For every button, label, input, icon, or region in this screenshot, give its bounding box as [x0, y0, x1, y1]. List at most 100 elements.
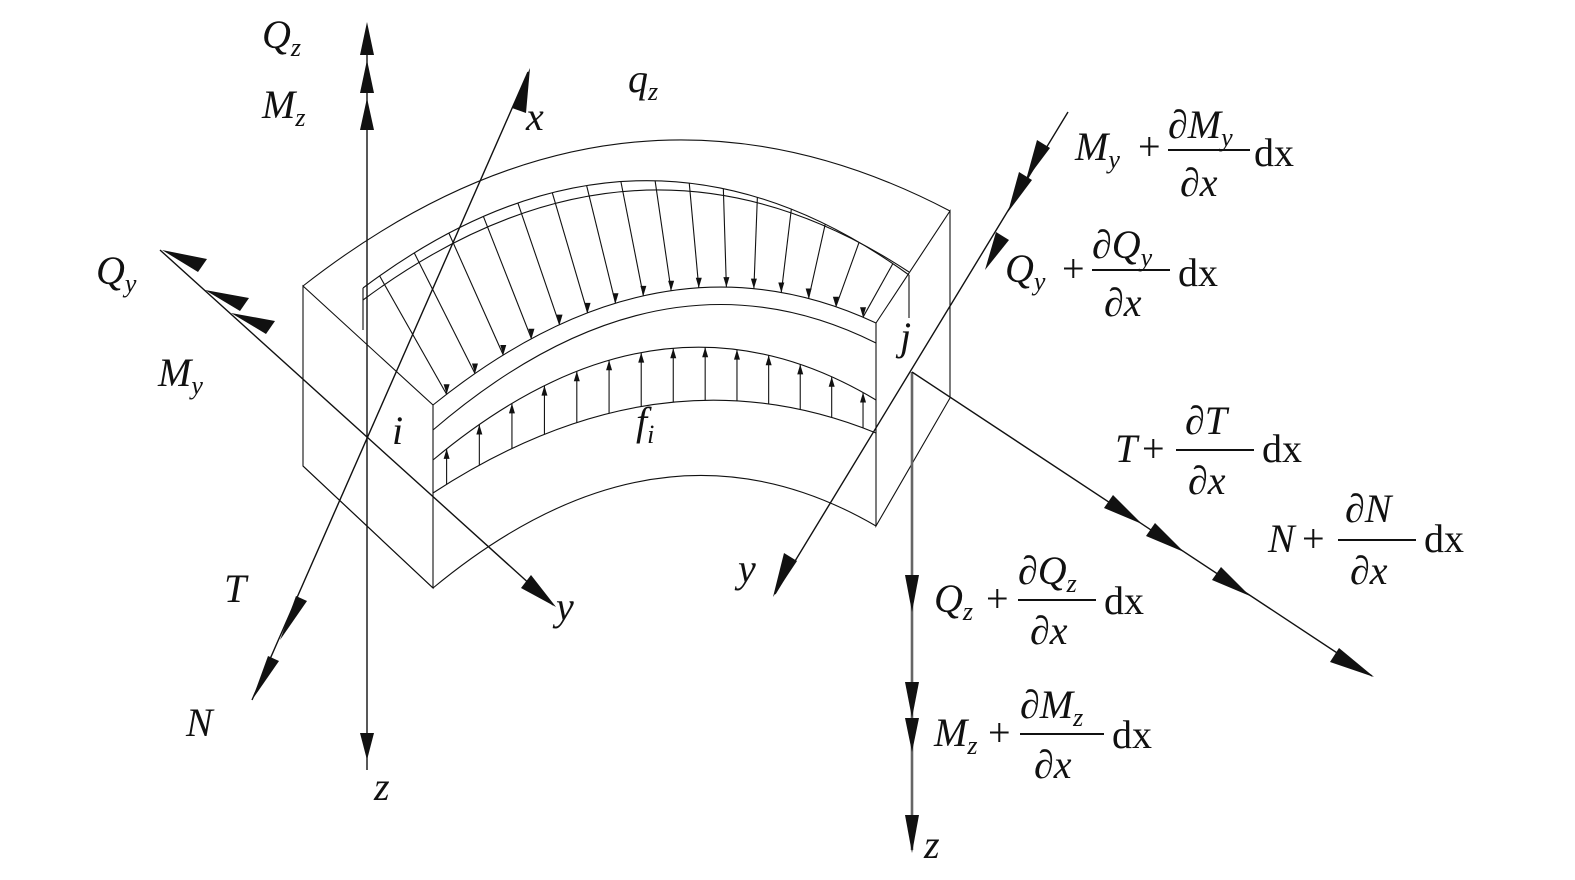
- right-mz-arrowhead-1: [905, 682, 919, 718]
- right-qz-expression: Qz + ∂Qz ∂x dx: [934, 548, 1144, 653]
- fi-label: fi: [636, 399, 654, 449]
- beam-left-face: [302, 284, 434, 590]
- svg-text:∂x: ∂x: [1180, 160, 1218, 205]
- svg-text:+: +: [1142, 426, 1165, 471]
- fi-load-arrowhead: [606, 360, 613, 371]
- qz-load-arrow-shaft: [722, 188, 727, 288]
- qz-load-arrowhead: [471, 363, 478, 374]
- left-x-axis-arrowhead: [512, 68, 530, 113]
- beam-bottom-arc: [432, 474, 877, 589]
- qz-load-arrow-shaft: [620, 181, 644, 296]
- left-my-arrowhead-1: [205, 290, 249, 311]
- fi-load-arrowhead: [443, 448, 450, 459]
- left-y-label: y: [552, 584, 574, 629]
- fi-distributed-load: [443, 347, 867, 485]
- qz-load-arrow-shaft: [448, 232, 504, 356]
- svg-text:∂N: ∂N: [1345, 486, 1394, 531]
- qz-load-arrowhead: [640, 285, 647, 296]
- qz-load-arrow-shaft: [753, 197, 758, 289]
- qz-load-arrow-shaft: [413, 252, 476, 374]
- qz-load-arrow-shaft: [551, 192, 589, 313]
- left-qy-arrowhead: [162, 250, 207, 272]
- svg-text:dx: dx: [1262, 426, 1302, 471]
- fi-load-arrowhead: [508, 403, 515, 414]
- svg-text:+: +: [986, 576, 1009, 621]
- svg-text:dx: dx: [1254, 130, 1294, 175]
- svg-text:∂T: ∂T: [1185, 398, 1230, 443]
- qz-load-arrowhead: [778, 282, 785, 293]
- qz-load-arrow-shaft: [517, 202, 561, 325]
- fi-load-arrowhead: [860, 392, 867, 403]
- right-n-arrowhead-1: [1212, 567, 1250, 596]
- svg-text:My: My: [1074, 124, 1120, 174]
- left-qz-arrowhead: [360, 22, 374, 55]
- qz-label: qz: [628, 56, 658, 106]
- right-y-axis-arrowhead: [773, 553, 797, 597]
- svg-text:+: +: [1138, 124, 1161, 169]
- svg-text:Mz: Mz: [933, 710, 977, 760]
- fi-load-arrowhead: [573, 371, 580, 382]
- fi-load-arrowhead: [541, 385, 548, 396]
- left-my-arrowhead-2: [231, 313, 275, 334]
- left-z-label: z: [373, 764, 390, 809]
- right-n-arrowhead-end: [1330, 648, 1374, 677]
- svg-text:∂x: ∂x: [1104, 280, 1142, 325]
- svg-text:+: +: [988, 710, 1011, 755]
- qz-load-arrowhead: [668, 280, 675, 291]
- svg-text:∂Qz: ∂Qz: [1018, 548, 1077, 598]
- svg-text:∂x: ∂x: [1188, 458, 1226, 503]
- svg-text:+: +: [1062, 246, 1085, 291]
- left-node-axes: [159, 22, 556, 770]
- left-mz-arrowhead-2: [360, 98, 374, 130]
- beam-lower-band-bottom-arc: [432, 399, 877, 494]
- qz-load-arrowhead: [832, 296, 839, 307]
- qz-load-arrow-shaft: [654, 180, 672, 291]
- right-t-arrowhead-2: [1146, 523, 1184, 552]
- qz-load-arrowhead: [500, 345, 507, 356]
- beam-right-face: [875, 209, 951, 529]
- qz-load-arrow-shaft: [688, 183, 700, 288]
- left-x-axis-line: [251, 71, 529, 701]
- beam-upper-band-top-arc: [362, 189, 910, 301]
- left-y-axis-line: [159, 249, 554, 606]
- right-mz-arrowhead-2: [905, 718, 919, 752]
- svg-text:∂x: ∂x: [1030, 608, 1068, 653]
- svg-text:dx: dx: [1112, 712, 1152, 757]
- right-n-expression: N + ∂N ∂x dx: [1267, 486, 1464, 593]
- svg-text:N: N: [1267, 516, 1297, 561]
- qz-load-arrow-shaft: [808, 224, 826, 299]
- qz-load-arrowhead: [805, 288, 812, 299]
- right-my-arrowhead-2: [1008, 172, 1032, 212]
- right-node-axes: [773, 111, 1374, 853]
- fi-load-arrowhead: [733, 349, 740, 360]
- fi-load-arrowhead: [638, 352, 645, 363]
- svg-text:Qy: Qy: [1005, 246, 1046, 296]
- qz-distributed-load: [379, 180, 894, 395]
- left-qy-label: Qy: [96, 248, 137, 298]
- node-i-label: i: [392, 408, 403, 453]
- left-y-axis-arrowhead: [521, 575, 556, 607]
- fi-load-arrowhead: [828, 376, 835, 387]
- qz-load-arrowhead: [860, 307, 867, 318]
- beam-top-outer-arc: [302, 139, 951, 287]
- fi-load-arrowhead: [797, 364, 804, 375]
- right-t-arrowhead-1: [1104, 495, 1142, 524]
- beam-middle-arc: [432, 303, 877, 431]
- qz-load-arrowhead: [723, 277, 730, 288]
- left-n-arrowhead: [252, 656, 279, 700]
- right-y-label: y: [734, 546, 756, 591]
- qz-load-arrow-shaft: [835, 242, 860, 307]
- svg-text:Qz: Qz: [934, 576, 973, 626]
- svg-text:+: +: [1302, 516, 1325, 561]
- left-t-label: T: [224, 566, 249, 611]
- right-z-label: z: [923, 822, 940, 867]
- svg-text:∂My: ∂My: [1168, 102, 1233, 152]
- right-mz-expression: Mz + ∂Mz ∂x dx: [933, 682, 1152, 787]
- qz-load-arrowhead: [750, 278, 757, 289]
- svg-text:∂Mz: ∂Mz: [1020, 682, 1083, 732]
- fi-load-arrowhead: [702, 347, 709, 358]
- qz-load-arrowhead: [528, 328, 535, 339]
- right-qy-arrowhead: [985, 232, 1009, 270]
